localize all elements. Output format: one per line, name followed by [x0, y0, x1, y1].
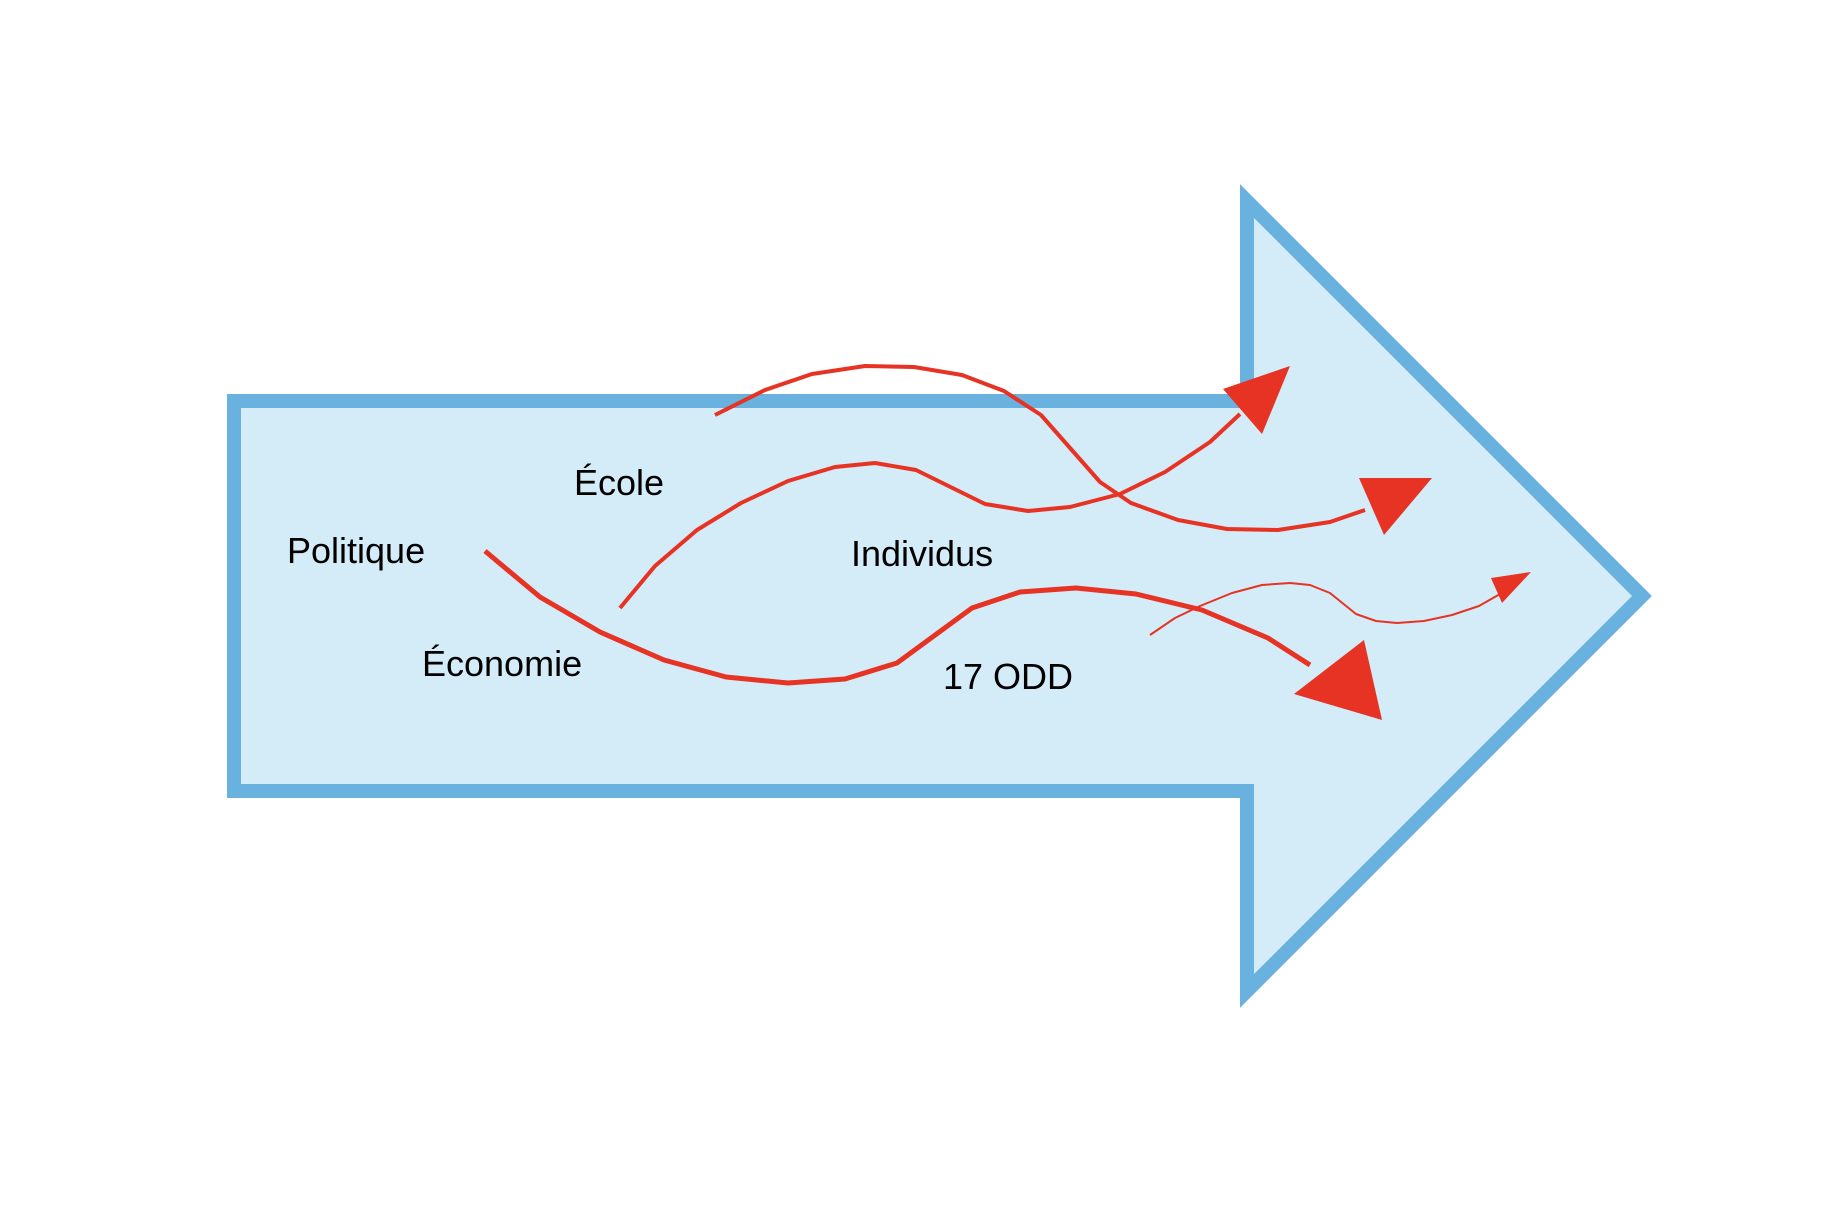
flow-arrowhead-odd — [1491, 572, 1531, 603]
label-ecole: École — [574, 462, 664, 503]
big-arrow-shape — [227, 184, 1652, 1008]
flow-line-top — [714, 364, 1366, 532]
label-economie: Économie — [422, 643, 582, 684]
flow-arrowhead-economie — [1294, 640, 1382, 720]
flow-line-ecole — [618, 412, 1242, 610]
flow-line-economie — [483, 549, 1312, 686]
flow-arrowhead-top — [1359, 478, 1432, 535]
label-politique: Politique — [287, 530, 425, 571]
label-17-odd: 17 ODD — [943, 656, 1073, 697]
flow-arrowhead-ecole — [1223, 366, 1290, 434]
label-individus: Individus — [851, 533, 993, 574]
flow-line-odd — [1149, 582, 1501, 636]
